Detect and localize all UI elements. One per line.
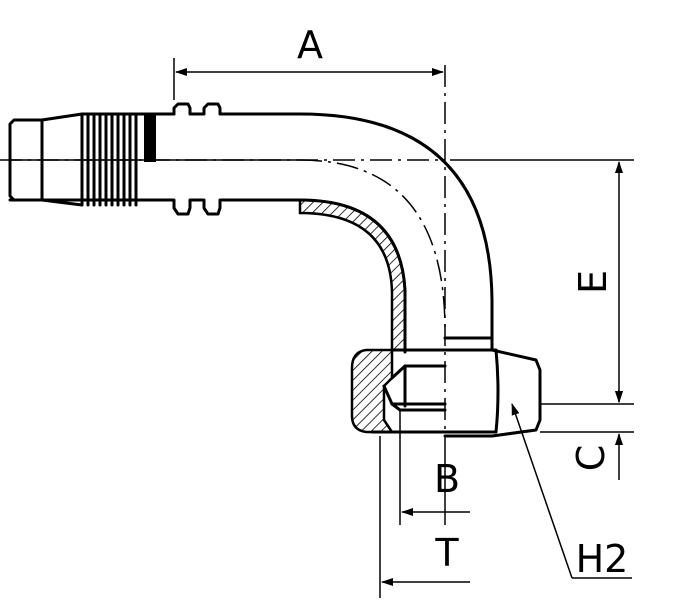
dimension-a: A bbox=[173, 23, 444, 100]
dimension-h2: H2 bbox=[511, 403, 632, 581]
dimension-a-label: A bbox=[297, 23, 323, 67]
hose-tail bbox=[8, 102, 302, 216]
dimension-t-label: T bbox=[434, 531, 459, 575]
dimension-b: B bbox=[399, 410, 470, 525]
dimension-c: C bbox=[540, 390, 634, 480]
dimension-b-label: B bbox=[434, 457, 460, 501]
dimension-h2-label: H2 bbox=[576, 537, 629, 581]
swivel-nut bbox=[350, 336, 542, 438]
dimension-c-label: C bbox=[569, 445, 613, 472]
dimension-e: E bbox=[450, 159, 634, 405]
elbow-bend bbox=[298, 112, 494, 354]
dimension-e-label: E bbox=[571, 270, 615, 294]
knurl-band bbox=[144, 114, 156, 162]
dimension-t: T bbox=[379, 436, 470, 598]
